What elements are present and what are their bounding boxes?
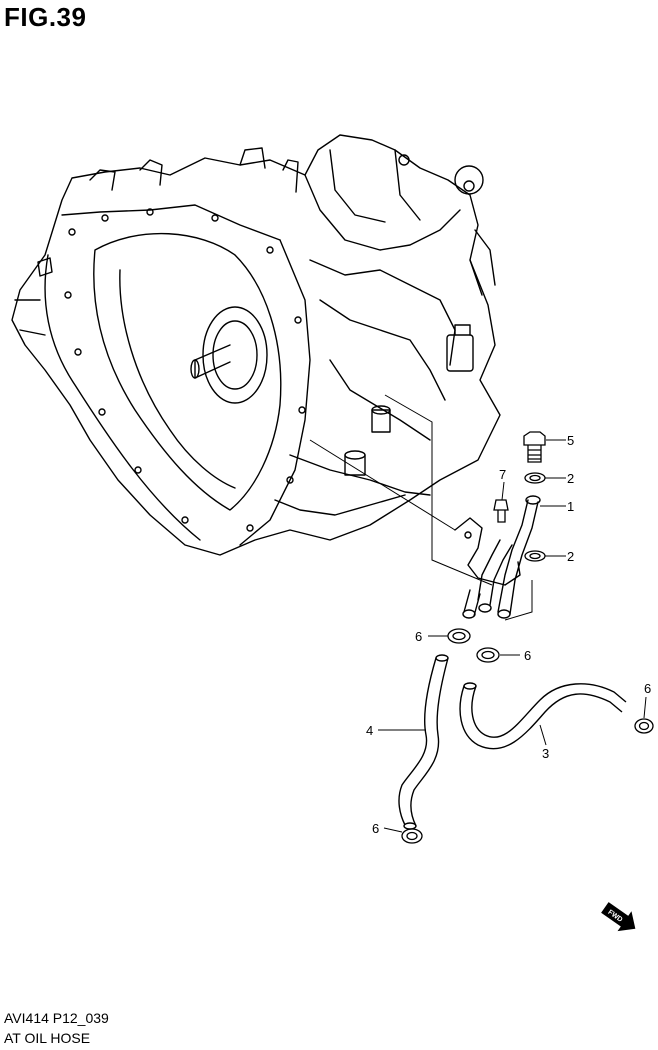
callout-6-clamp-c: 6 (372, 821, 379, 836)
callout-numbers: 1 2 2 3 4 5 6 6 6 6 7 (366, 433, 651, 836)
oil-pipe-assembly (454, 495, 541, 619)
gasket-upper (524, 472, 546, 484)
callout-7: 7 (499, 467, 506, 482)
bracket-bolt (493, 499, 509, 523)
union-bolt (523, 431, 546, 463)
hose-3 (459, 682, 627, 750)
callout-leaders (378, 439, 647, 833)
figure-code: AVI414 P12_039 (4, 1010, 109, 1026)
gasket-lower (524, 550, 546, 562)
transaxle-assembly (11, 134, 501, 556)
callout-3: 3 (542, 746, 549, 761)
callout-5: 5 (567, 433, 574, 448)
reference-lines (309, 394, 533, 621)
callout-6-clamp-d: 6 (644, 681, 651, 696)
hose-4 (398, 654, 449, 830)
callout-1: 1 (567, 499, 574, 514)
figure-title: FIG.39 (4, 2, 87, 32)
callout-4: 4 (366, 723, 373, 738)
callout-2-upper: 2 (567, 471, 574, 486)
callout-2-lower: 2 (567, 549, 574, 564)
figure-name: AT OIL HOSE (4, 1030, 91, 1046)
fwd-arrow-icon: FWD (601, 902, 636, 932)
callout-6-clamp-a: 6 (415, 629, 422, 644)
callout-6-clamp-b: 6 (524, 648, 531, 663)
